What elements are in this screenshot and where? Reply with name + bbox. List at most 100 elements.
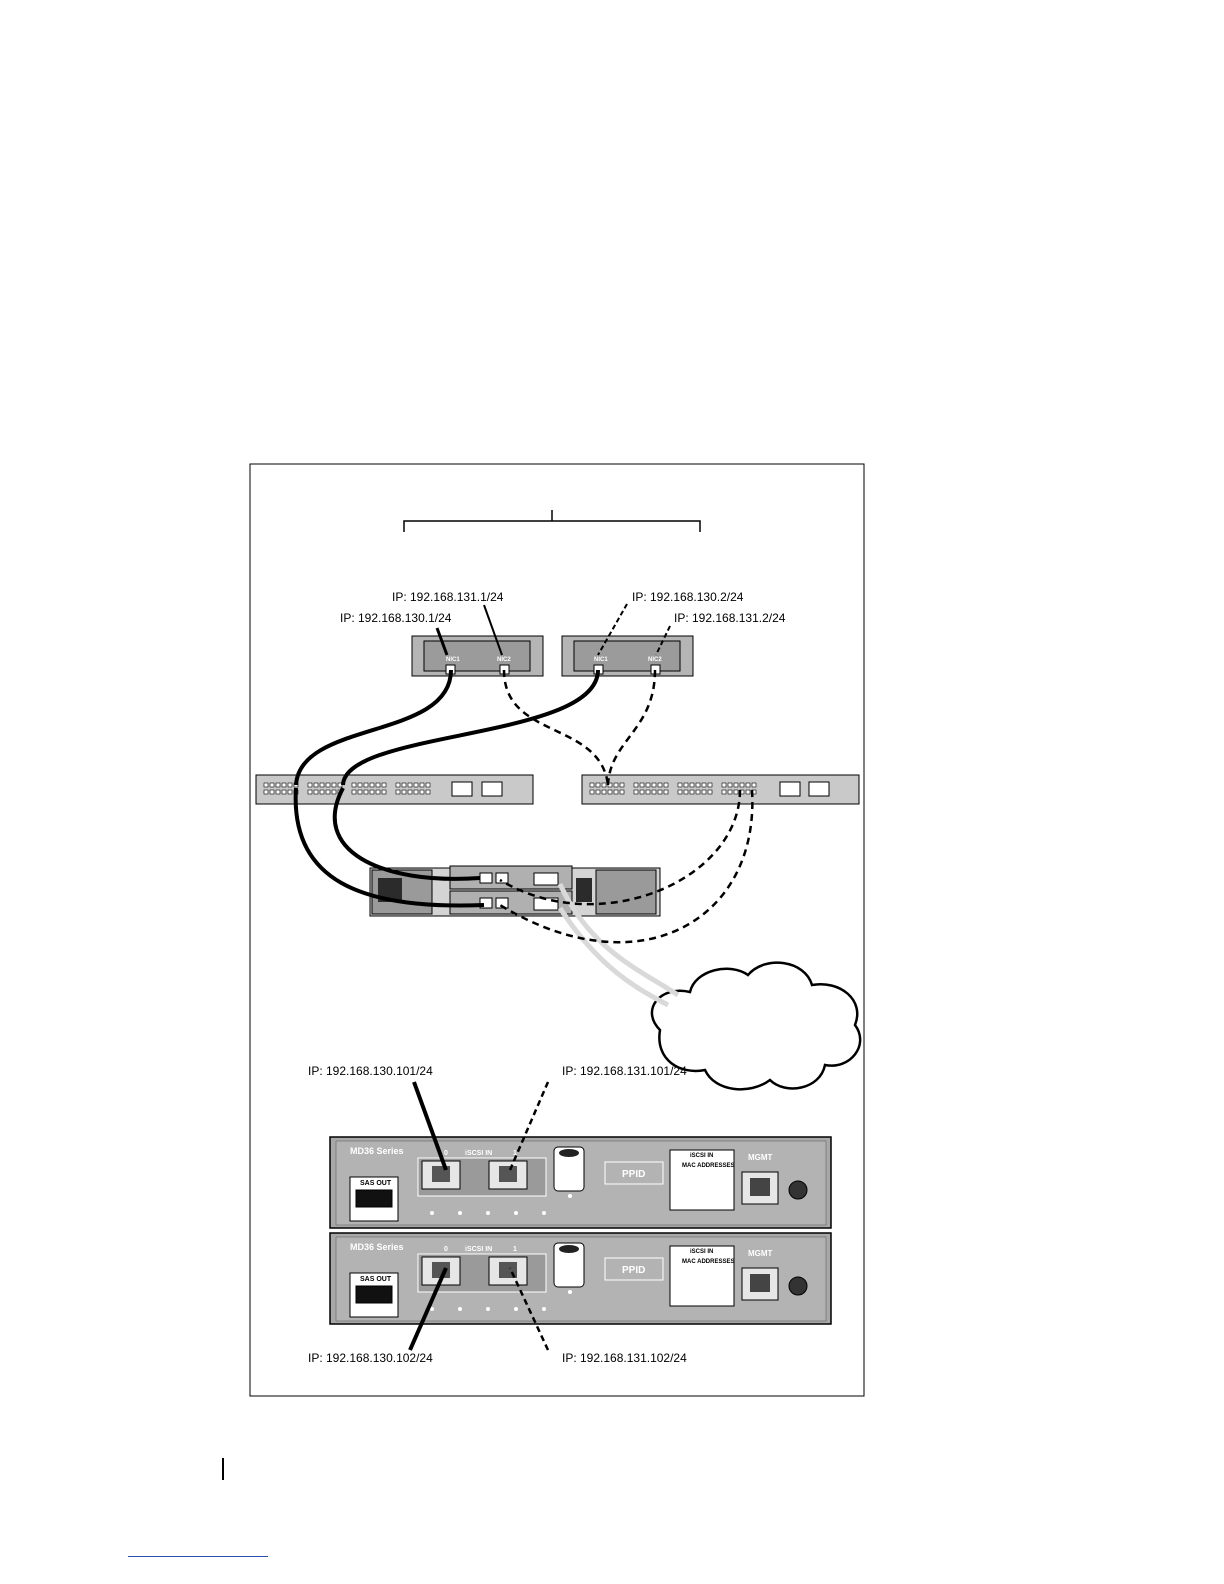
switch-port[interactable] <box>607 789 613 795</box>
switch-port[interactable] <box>683 789 689 795</box>
switch-port[interactable] <box>707 782 713 788</box>
switch-port[interactable] <box>401 782 407 788</box>
switch-port[interactable] <box>595 782 601 788</box>
switch-port[interactable] <box>727 789 733 795</box>
switch-port[interactable] <box>407 782 413 788</box>
switch-port[interactable] <box>663 789 669 795</box>
switch-port[interactable] <box>363 789 369 795</box>
switch-port[interactable] <box>425 789 431 795</box>
switch-port[interactable] <box>633 782 639 788</box>
switch-port[interactable] <box>413 782 419 788</box>
switch-port[interactable] <box>269 789 275 795</box>
switch-port[interactable] <box>363 782 369 788</box>
switch-port[interactable] <box>381 789 387 795</box>
switch-port[interactable] <box>745 782 751 788</box>
controller-0-serial-port[interactable] <box>788 1180 808 1200</box>
switch-port[interactable] <box>307 789 313 795</box>
switch-port[interactable] <box>325 789 331 795</box>
switch-port[interactable] <box>269 782 275 788</box>
switch-port[interactable] <box>707 789 713 795</box>
switch-port[interactable] <box>645 789 651 795</box>
switch-port[interactable] <box>701 789 707 795</box>
switch-port[interactable] <box>407 789 413 795</box>
switch-port[interactable] <box>307 782 313 788</box>
switch-port[interactable] <box>721 782 727 788</box>
switch-port[interactable] <box>419 782 425 788</box>
switch-port[interactable] <box>657 782 663 788</box>
switch-port[interactable] <box>651 789 657 795</box>
switch-port[interactable] <box>683 782 689 788</box>
switch-port[interactable] <box>663 782 669 788</box>
switch-port[interactable] <box>331 789 337 795</box>
switch-port[interactable] <box>275 782 281 788</box>
switch-port[interactable] <box>657 789 663 795</box>
switch-port[interactable] <box>375 782 381 788</box>
switch-port[interactable] <box>701 782 707 788</box>
switch-port[interactable] <box>677 789 683 795</box>
switch-1-uplink-2[interactable] <box>481 781 503 797</box>
controller-1-sas-out-port[interactable] <box>355 1285 393 1304</box>
switch-port[interactable] <box>281 789 287 795</box>
switch-port[interactable] <box>689 789 695 795</box>
switch-port[interactable] <box>601 782 607 788</box>
switch-port[interactable] <box>425 782 431 788</box>
switch-port[interactable] <box>639 789 645 795</box>
switch-port[interactable] <box>751 782 757 788</box>
switch-port[interactable] <box>613 782 619 788</box>
switch-port[interactable] <box>369 782 375 788</box>
switch-port[interactable] <box>745 789 751 795</box>
switch-port[interactable] <box>739 782 745 788</box>
switch-port[interactable] <box>677 782 683 788</box>
switch-port[interactable] <box>313 789 319 795</box>
switch-port[interactable] <box>733 782 739 788</box>
switch-port[interactable] <box>287 789 293 795</box>
switch-port[interactable] <box>395 789 401 795</box>
switch-2-uplink-2[interactable] <box>808 781 830 797</box>
switch-port[interactable] <box>319 789 325 795</box>
switch-2-uplink-1[interactable] <box>779 781 801 797</box>
switch-port[interactable] <box>263 782 269 788</box>
switch-port[interactable] <box>401 789 407 795</box>
controller-1-sas-out-label: SAS OUT <box>360 1276 392 1283</box>
switch-port[interactable] <box>413 789 419 795</box>
switch-port[interactable] <box>275 789 281 795</box>
switch-port[interactable] <box>395 782 401 788</box>
switch-port[interactable] <box>263 789 269 795</box>
switch-port[interactable] <box>369 789 375 795</box>
controller-1-serial-port[interactable] <box>788 1276 808 1296</box>
switch-port[interactable] <box>313 782 319 788</box>
switch-port[interactable] <box>589 789 595 795</box>
switch-port[interactable] <box>633 789 639 795</box>
switch-port[interactable] <box>613 789 619 795</box>
switch-port[interactable] <box>287 782 293 788</box>
switch-port[interactable] <box>619 789 625 795</box>
switch-port[interactable] <box>357 789 363 795</box>
switch-port[interactable] <box>319 782 325 788</box>
switch-port[interactable] <box>651 782 657 788</box>
switch-port[interactable] <box>331 782 337 788</box>
switch-port[interactable] <box>351 782 357 788</box>
switch-port[interactable] <box>695 789 701 795</box>
switch-port[interactable] <box>381 782 387 788</box>
cable-switch2-storage-b <box>499 789 754 944</box>
switch-port[interactable] <box>357 782 363 788</box>
switch-1-uplink-1[interactable] <box>451 781 473 797</box>
switch-port[interactable] <box>375 789 381 795</box>
switch-port[interactable] <box>639 782 645 788</box>
switch-port[interactable] <box>419 789 425 795</box>
switch-port[interactable] <box>695 782 701 788</box>
switch-port[interactable] <box>337 782 343 788</box>
switch-port[interactable] <box>689 782 695 788</box>
switch-port[interactable] <box>595 789 601 795</box>
switch-port[interactable] <box>721 789 727 795</box>
controller-0-sas-out-port[interactable] <box>355 1189 393 1208</box>
switch-port[interactable] <box>727 782 733 788</box>
switch-port[interactable] <box>281 782 287 788</box>
switch-port[interactable] <box>619 782 625 788</box>
switch-port[interactable] <box>351 789 357 795</box>
switch-port[interactable] <box>589 782 595 788</box>
switch-port[interactable] <box>601 789 607 795</box>
switch-port[interactable] <box>325 782 331 788</box>
switch-port[interactable] <box>733 789 739 795</box>
switch-port[interactable] <box>645 782 651 788</box>
